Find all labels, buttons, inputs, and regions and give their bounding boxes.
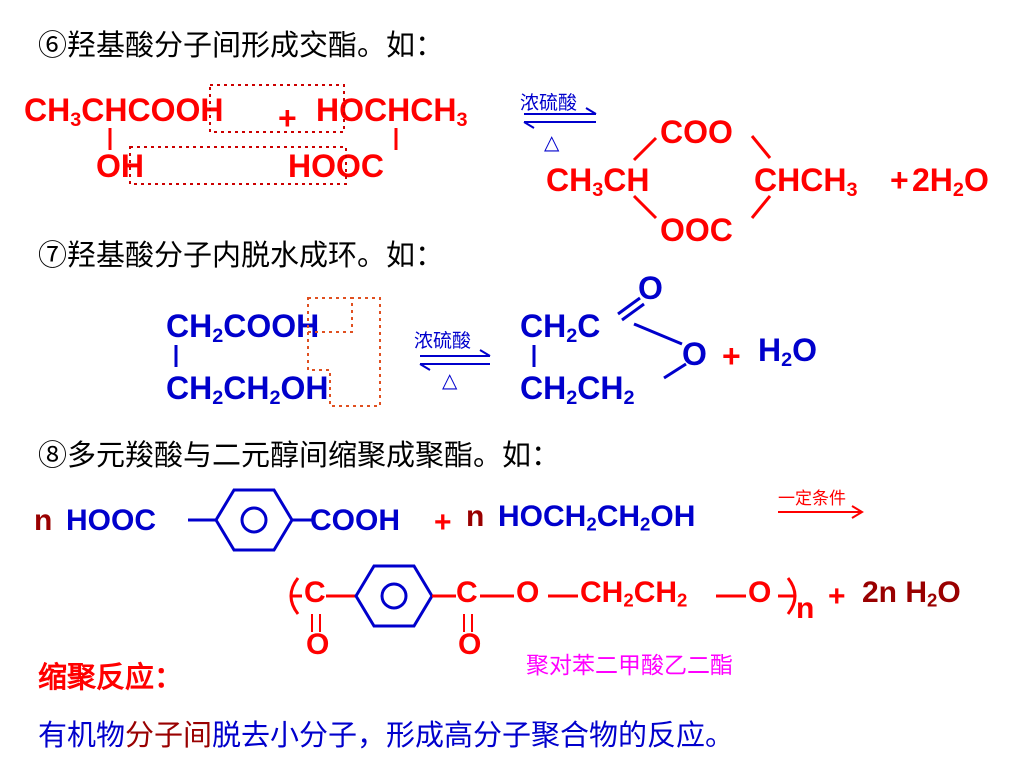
right-bracket: [786, 577, 797, 615]
carbonyl-oxygen: O: [638, 270, 663, 306]
lactone-top: CH2C: [520, 308, 601, 347]
reactant-lactic-acid-2: HOCHCH3: [316, 92, 468, 131]
benzene-ring: [354, 564, 434, 628]
ethylene-unit: CH2CH2: [580, 576, 688, 611]
ring-bond: [750, 195, 772, 219]
lactide-coo: COO: [660, 114, 733, 150]
water-product: H2O: [758, 332, 818, 371]
lactide-right: CHCH3: [754, 162, 858, 201]
heat-symbol: △: [442, 368, 458, 392]
lactone-bottom: CH2CH2: [520, 370, 635, 409]
carbonyl-oxygen-1: O: [306, 628, 330, 661]
definition-text: 有机物分子间脱去小分子，形成高分子聚合物的反应。: [38, 718, 735, 752]
polymer-carbon-1: C: [304, 576, 326, 609]
benzene-circle: [380, 582, 408, 610]
polymer-name: 聚对苯二甲酸乙二酯: [526, 653, 733, 679]
plus-sign: +: [278, 100, 297, 136]
carbonyl-oxygen-2: O: [458, 628, 482, 661]
end-oxygen: O: [748, 576, 772, 609]
arrow-head: [419, 363, 431, 371]
terephthalic-hooc: HOOC: [66, 504, 156, 537]
left-bracket: [289, 577, 300, 615]
section-8-title: ⑧多元羧酸与二元醇间缩聚成聚酯。如：: [38, 438, 561, 472]
plus-sign: +: [434, 506, 452, 539]
hydroxyl-group: OH: [96, 148, 144, 184]
catalyst-label: 浓硫酸: [414, 330, 472, 352]
plus-sign: +: [828, 580, 846, 613]
terephthalic-cooh: COOH: [310, 504, 400, 537]
degree-of-polymerization: n: [796, 592, 815, 625]
catalyst-label: 浓硫酸: [520, 92, 578, 114]
ring-bond: [750, 135, 772, 159]
section-6-title: ⑥羟基酸分子间形成交酯。如：: [38, 28, 445, 62]
water-product: 2H2O: [912, 162, 989, 201]
ring-oxygen: O: [682, 336, 707, 372]
benzene-ring: [214, 488, 294, 552]
lactide-left: CH3CH: [546, 162, 650, 201]
reaction-condition: 一定条件: [778, 489, 846, 509]
ring-bond: [633, 322, 683, 346]
coefficient-n: n: [34, 504, 53, 537]
arrow-head: [523, 121, 535, 129]
coefficient-n: n: [466, 500, 485, 533]
carboxyl-group: HOOC: [288, 148, 384, 184]
water-byproduct: 2n H2O: [862, 576, 961, 611]
reactant-top: CH2COOH: [166, 308, 320, 347]
arrow-head: [479, 349, 491, 357]
arrow-head: [585, 107, 597, 115]
reactant-bottom: CH2CH2OH: [166, 370, 329, 409]
double-bond: [617, 296, 641, 316]
reactant-lactic-acid-1: CH3CHCOOH: [24, 92, 224, 131]
lactide-ooc: OOC: [660, 212, 733, 248]
heat-symbol: △: [544, 130, 560, 154]
ester-oxygen: O: [516, 576, 540, 609]
polymer-carbon-2: C: [456, 576, 478, 609]
section-7-title: ⑦羟基酸分子内脱水成环。如：: [38, 238, 445, 272]
plus-sign-product: +: [890, 162, 909, 198]
definition-label: 缩聚反应：: [38, 660, 184, 694]
ring-bond: [632, 194, 658, 220]
ethylene-glycol: HOCH2CH2OH: [498, 500, 696, 535]
plus-sign: +: [722, 338, 741, 374]
ring-bond: [632, 136, 658, 162]
benzene-circle: [240, 506, 268, 534]
